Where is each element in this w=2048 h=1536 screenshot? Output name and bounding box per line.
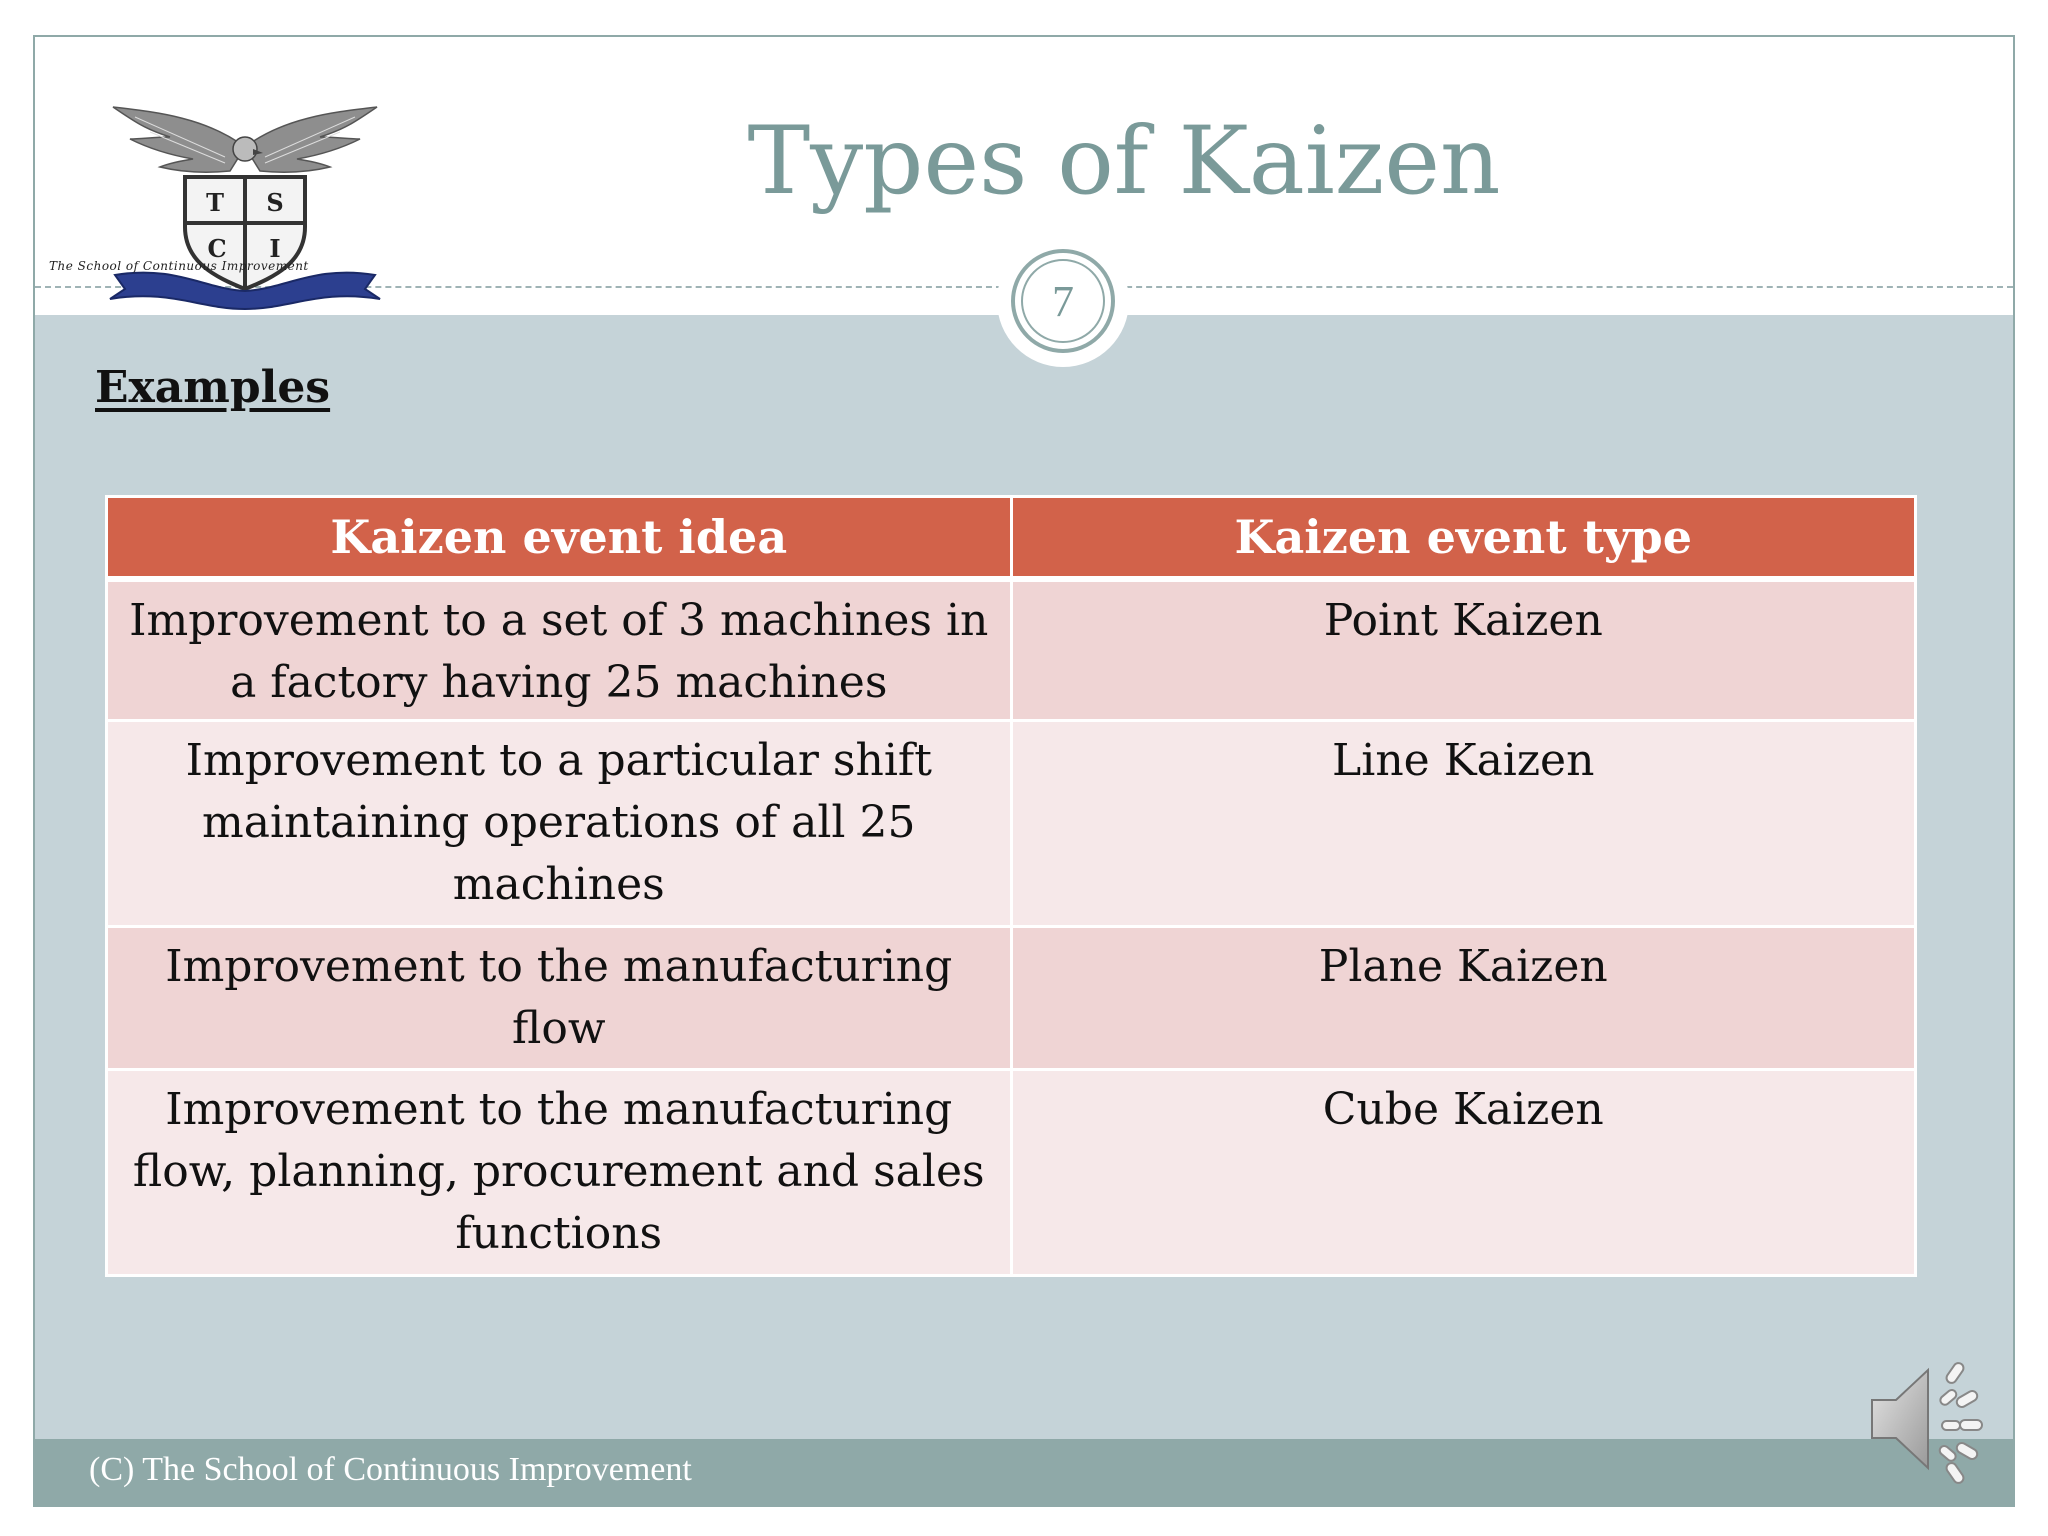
footer-bar: (C) The School of Continuous Improvement [35, 1439, 2013, 1505]
table-header-row: Kaizen event idea Kaizen event type [105, 495, 1917, 582]
footer-copyright: (C) The School of Continuous Improvement [89, 1451, 692, 1488]
eagle-crest-logo-icon: T S C I [109, 106, 381, 311]
cell-type: Plane Kaizen [1009, 925, 1917, 1071]
table-row: Improvement to a set of 3 machines in a … [105, 577, 1917, 722]
cell-type: Point Kaizen [1009, 577, 1917, 722]
column-header-type: Kaizen event type [1009, 495, 1917, 582]
page-number: 7 [1011, 249, 1115, 353]
cell-idea: Improvement to the manufacturing flow [105, 925, 1013, 1071]
table-row: Improvement to the manufacturing flow Pl… [105, 925, 1917, 1071]
column-header-idea: Kaizen event idea [105, 495, 1013, 582]
cell-type: Cube Kaizen [1009, 1068, 1917, 1277]
cell-idea: Improvement to a set of 3 machines in a … [105, 577, 1013, 722]
table-row: Improvement to the manufacturing flow, p… [105, 1068, 1917, 1277]
cell-idea: Improvement to a particular shift mainta… [105, 719, 1013, 928]
cell-type: Line Kaizen [1009, 719, 1917, 928]
cell-idea: Improvement to the manufacturing flow, p… [105, 1068, 1013, 1277]
logo-letter-t: T [206, 188, 224, 217]
kaizen-types-table: Kaizen event idea Kaizen event type Impr… [105, 495, 1917, 1277]
logo-letter-s: S [266, 188, 283, 217]
speaker-icon[interactable] [1858, 1348, 1998, 1488]
logo-caption: The School of Continuous Improvement [49, 259, 309, 273]
slide-title: Types of Kaizen [747, 107, 1501, 216]
slide: T S C I The School of Continuous Improve… [33, 35, 2015, 1507]
table-row: Improvement to a particular shift mainta… [105, 719, 1917, 928]
logo-letter-c: C [207, 234, 226, 263]
section-heading: Examples [95, 362, 331, 413]
logo-letter-i: I [269, 234, 280, 263]
